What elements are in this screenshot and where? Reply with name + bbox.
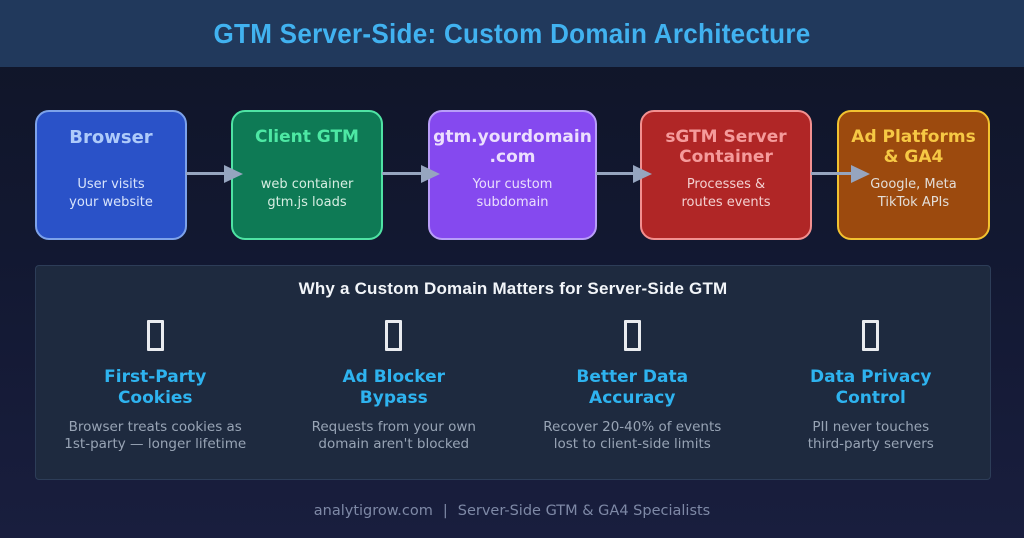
missing-glyph-icon: [385, 320, 403, 351]
flow-box-title: Ad Platforms & GA4: [851, 127, 976, 168]
flow-box-title: sGTM Server Container: [665, 127, 787, 168]
footer-site: analytigrow.com: [313, 503, 433, 519]
footer: analytigrow.com | Server-Side GTM & GA4 Sp…: [0, 503, 1024, 519]
flow-arrow-head-icon: [224, 165, 243, 183]
flow-arrow-line: [186, 172, 226, 175]
benefit-title: First-Party Cookies: [104, 367, 207, 409]
flow-box-body: Your custom subdomain: [472, 177, 553, 211]
benefit-title: Ad Blocker Bypass: [342, 367, 446, 409]
missing-glyph-icon: [623, 320, 641, 351]
benefit-title: Better Data Accuracy: [576, 367, 689, 409]
benefits-heading: Why a Custom Domain Matters for Server-S…: [298, 279, 728, 298]
flow-box-client-gtm: Client GTM web container gtm.js loads: [231, 110, 383, 240]
flow-box-title: gtm.yourdomain .com: [433, 127, 592, 168]
flow-box-body: User visits your website: [69, 177, 153, 211]
flow-arrow-head-icon: [421, 165, 440, 183]
footer-tagline: Server-Side GTM & GA4 Specialists: [457, 503, 711, 519]
flow-box-title: Client GTM: [255, 127, 359, 147]
footer-separator: |: [442, 503, 448, 519]
flow-arrow-head-icon: [851, 165, 870, 183]
flow-box-browser: Browser User visits your website: [35, 110, 187, 240]
flow-box-body: Google, Meta TikTok APIs: [870, 177, 957, 211]
flow-arrow-line: [382, 172, 424, 175]
flow-box-body: Processes & routes events: [681, 177, 771, 211]
benefit-ad-blocker-bypass: Ad Blocker Bypass Requests from your own…: [275, 320, 514, 454]
flow-box-title: Browser: [69, 127, 153, 148]
flow-box-sgtm-container: sGTM Server Container Processes & routes…: [640, 110, 812, 240]
header-bar: GTM Server-Side: Custom Domain Architect…: [0, 0, 1024, 67]
flow-arrow-head-icon: [633, 165, 652, 183]
benefit-description: Browser treats cookies as 1st-party — lo…: [64, 418, 247, 453]
benefit-title: Data Privacy Control: [810, 367, 932, 409]
benefits-columns: First-Party Cookies Browser treats cooki…: [36, 320, 990, 454]
flow-arrow-line: [811, 172, 853, 175]
page-title: GTM Server-Side: Custom Domain Architect…: [213, 17, 811, 49]
flow-box-custom-domain: gtm.yourdomain .com Your custom subdomai…: [428, 110, 597, 240]
benefits-panel: Why a Custom Domain Matters for Server-S…: [35, 265, 991, 480]
missing-glyph-icon: [862, 320, 880, 351]
benefit-better-data-accuracy: Better Data Accuracy Recover 20-40% of e…: [513, 320, 752, 454]
benefit-first-party-cookies: First-Party Cookies Browser treats cooki…: [36, 320, 275, 454]
missing-glyph-icon: [146, 320, 164, 351]
benefit-description: PII never touches third-party servers: [807, 418, 934, 453]
flow-box-body: web container gtm.js loads: [260, 177, 354, 211]
benefit-description: Requests from your own domain aren't blo…: [311, 418, 476, 453]
flow-box-ad-platforms: Ad Platforms & GA4 Google, Meta TikTok A…: [837, 110, 990, 240]
benefit-data-privacy-control: Data Privacy Control PII never touches t…: [752, 320, 991, 454]
flow-arrow-line: [596, 172, 636, 175]
benefit-description: Recover 20-40% of events lost to client-…: [543, 418, 722, 453]
